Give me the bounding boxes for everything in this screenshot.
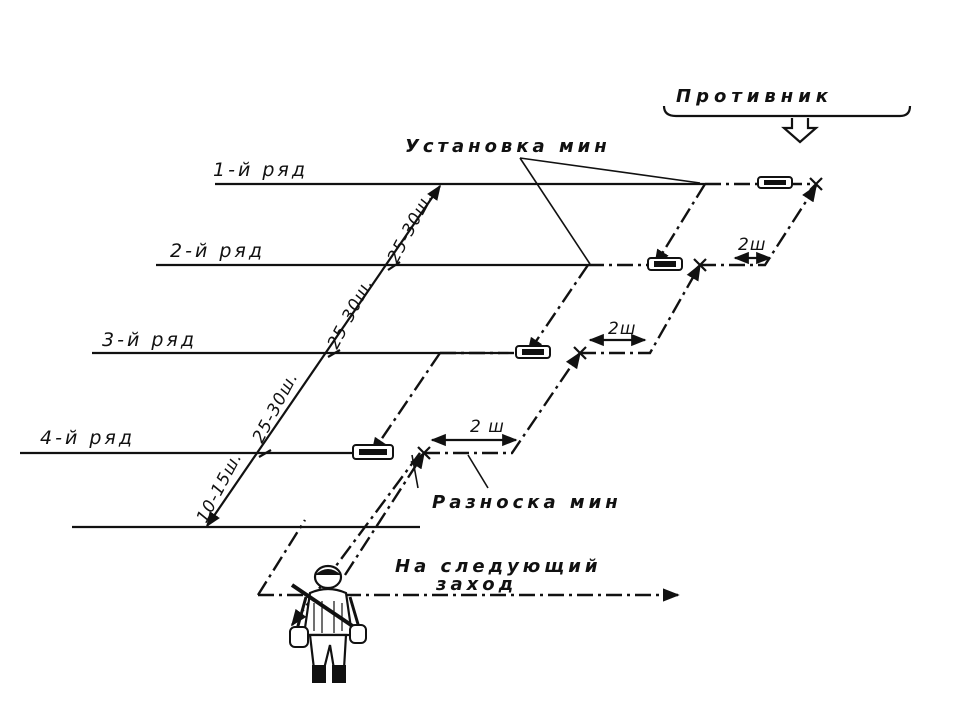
path-row2-to-row3: [527, 264, 589, 355]
spacing-label-2: 25-30ш.: [324, 275, 378, 353]
mines: [352, 176, 793, 460]
mine-icon: [757, 176, 793, 189]
spacing-line: [206, 184, 441, 528]
path-row1-to-row2: [653, 183, 707, 267]
mine-laying-label: Установка мин: [405, 136, 611, 157]
spacing-label-3: 25-30ш.: [249, 369, 303, 447]
enemy-label: Противник: [676, 86, 833, 107]
spacing-tick-4: [258, 449, 272, 458]
mine-laying-caption: Установка мин: [405, 136, 701, 265]
row-label-1: 1-й ряд: [213, 159, 308, 181]
next-pass-label-2: заход: [435, 574, 517, 595]
row-label-3: 3-й ряд: [102, 329, 197, 351]
laying-leader-1: [519, 157, 701, 184]
spacing-label-4: 10-15ш.: [193, 449, 247, 527]
offset-measures: 2ш 2ш 2 ш: [430, 235, 772, 447]
row-spacing-measure: 25-30ш. 25-30ш. 25-30ш. 10-15ш.: [193, 184, 441, 528]
spacing-tick-2: [387, 261, 401, 271]
laying-leader-2: [519, 157, 591, 265]
cross-mark-3: [573, 346, 587, 360]
carry-row2-to-row1: [700, 184, 818, 267]
row-label-4: 4-й ряд: [40, 427, 135, 449]
enemy-bracket: [662, 105, 912, 118]
mine-carrying-label: Разноска мин: [432, 492, 622, 513]
carrying-leader-1: [411, 454, 419, 489]
cross-mark-4: [417, 446, 431, 460]
cross-mark-1: [809, 177, 823, 191]
spacing-tick-3: [327, 349, 341, 358]
row-label-2: 2-й ряд: [170, 240, 265, 262]
offset-label-1: 2ш: [738, 235, 766, 255]
next-pass-label-1: На следующий: [395, 556, 601, 577]
mine-icon: [352, 444, 394, 460]
path-start-join: [256, 519, 307, 596]
drop-marks: [417, 177, 823, 460]
carry-start-to-row4: [343, 451, 426, 576]
offset-label-3: 2 ш: [470, 417, 505, 437]
carry-row4-to-row3: [424, 351, 581, 455]
mine-icon: [647, 257, 683, 271]
cross-mark-2: [693, 258, 707, 272]
next-pass-caption: На следующий заход: [395, 556, 601, 595]
enemy-header: Противник: [662, 86, 912, 144]
spacing-label-1: 25-30ш.: [384, 189, 438, 267]
mine-carrying-caption: Разноска мин: [411, 454, 622, 513]
row-labels: 1-й ряд 2-й ряд 3-й ряд 4-й ряд: [40, 159, 308, 449]
path-row3-to-row4: [371, 352, 441, 455]
offset-label-2: 2ш: [608, 319, 636, 339]
enemy-direction-arrow-icon: [781, 118, 819, 144]
soldier-icon: [289, 564, 367, 683]
carrying-leader-2: [467, 454, 489, 489]
mine-icon: [515, 345, 551, 359]
carry-row3-to-row2: [580, 263, 702, 355]
row-lines: [20, 182, 705, 529]
